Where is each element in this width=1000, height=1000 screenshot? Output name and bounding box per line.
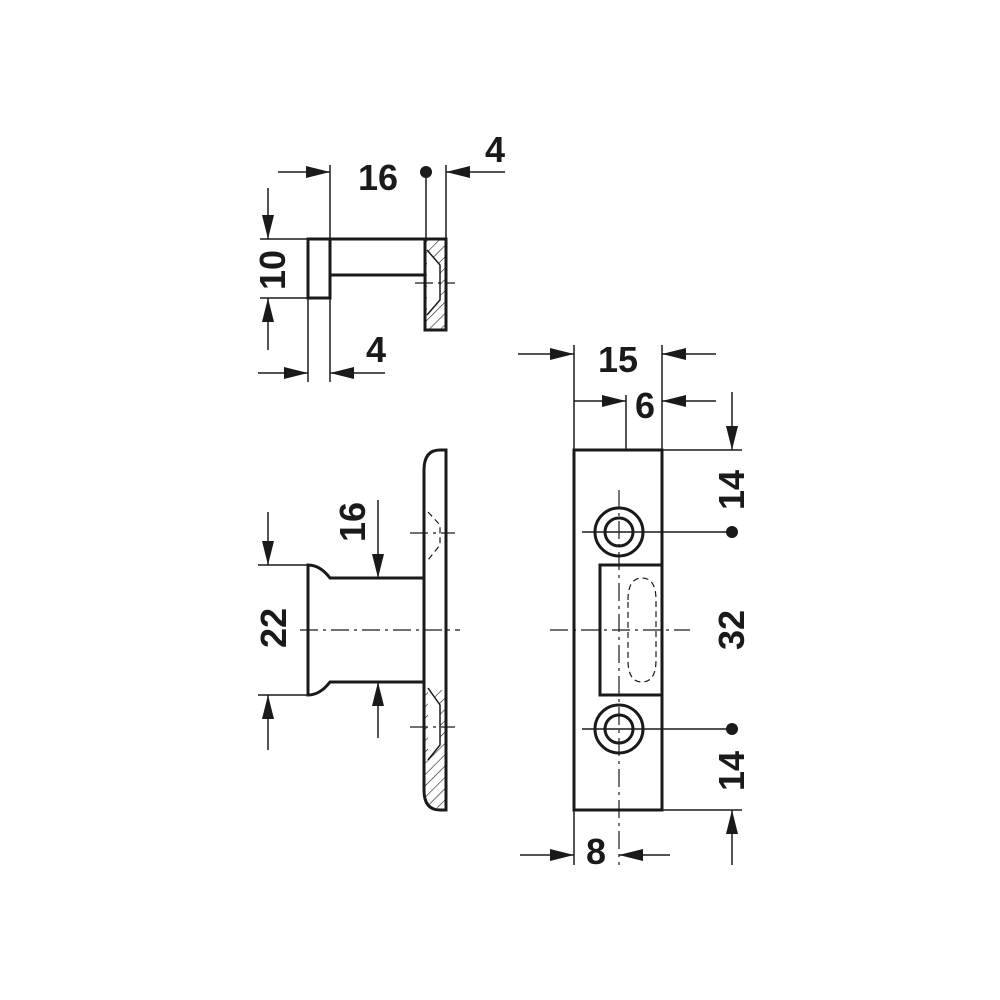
dim-front-hole-top: 14 [711, 470, 752, 510]
dim-top-flange: 4 [366, 329, 386, 370]
top-view-datum-dot [420, 166, 432, 178]
dim-side-depth: 16 [332, 502, 373, 542]
dim-front-hole-spacing: 32 [711, 610, 752, 650]
dim-top-height: 10 [252, 250, 293, 290]
dim-front-width: 15 [598, 339, 638, 380]
front-view-datum-dot-bottom [726, 723, 738, 735]
top-view-flange [306, 237, 332, 300]
front-view: 15 6 14 32 14 8 [518, 339, 752, 872]
dim-front-offset: 6 [635, 385, 655, 426]
top-view: 16 4 10 4 [252, 129, 505, 382]
dim-top-width: 16 [358, 157, 398, 198]
dim-front-hole-offset: 8 [586, 831, 606, 872]
dim-top-plate: 4 [485, 129, 505, 170]
dim-side-height: 22 [253, 608, 294, 648]
front-view-datum-dot-top [726, 526, 738, 538]
side-view-plate [422, 448, 448, 812]
side-view: 16 22 [253, 448, 460, 812]
top-view-shaft [330, 237, 425, 277]
dim-front-hole-bottom: 14 [711, 751, 752, 791]
front-view-slot [598, 563, 664, 697]
